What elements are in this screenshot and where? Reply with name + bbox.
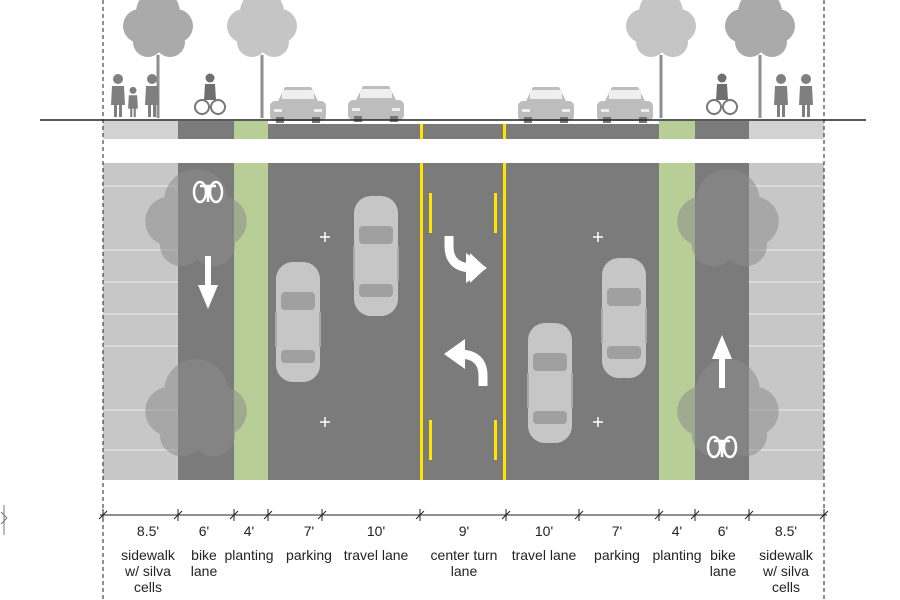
zone-dimension: 7': [611, 523, 623, 539]
zone-dimension: 4': [243, 523, 255, 539]
roadway-plan: [268, 163, 659, 480]
tree-trunks: [156, 55, 762, 118]
arrow-up-icon: [712, 335, 732, 388]
section-view: [40, 0, 866, 139]
zone-label: sidewalk w/ silva cells: [759, 547, 813, 595]
car-icon: [270, 86, 653, 123]
sidewalk-section: [103, 121, 178, 139]
center-line: [420, 163, 506, 480]
zone-label: sidewalk w/ silva cells: [121, 547, 175, 595]
zone-label: travel lane: [343, 547, 409, 563]
dimension-rail: [100, 0, 827, 600]
zone-dimension: 7': [303, 523, 315, 539]
bike-lane-section: [695, 121, 749, 139]
zone-dimension: 10': [534, 523, 554, 539]
zone-dimension: 10': [366, 523, 386, 539]
zone-dimension: 6': [717, 523, 729, 539]
tree-icon: [123, 0, 795, 57]
zone-label: bike lane: [190, 547, 218, 579]
zone-label: planting: [224, 547, 274, 563]
zone-label: parking: [594, 547, 640, 563]
planting-section: [234, 121, 268, 139]
zone-label: parking: [286, 547, 332, 563]
zone-label: planting: [652, 547, 702, 563]
zone-dimension: 8.5': [136, 523, 160, 539]
planting-section: [659, 121, 695, 139]
sidewalk-section: [749, 121, 824, 139]
arrow-down-icon: [198, 256, 218, 309]
plus-markers: [320, 232, 603, 427]
zone-dimension: 6': [198, 523, 210, 539]
zone-label: bike lane: [709, 547, 737, 579]
zone-dimension: 9': [458, 523, 470, 539]
road-section: [268, 124, 659, 139]
zone-dimension: 8.5': [774, 523, 798, 539]
dimension-ticks: [98, 509, 829, 521]
plan-view: [103, 163, 824, 480]
zone-dimension: 4': [671, 523, 683, 539]
zone-label: center turn lane: [430, 547, 498, 579]
bike-lane-section: [178, 121, 234, 139]
north-marker: [0, 505, 8, 535]
zone-label: travel lane: [511, 547, 577, 563]
